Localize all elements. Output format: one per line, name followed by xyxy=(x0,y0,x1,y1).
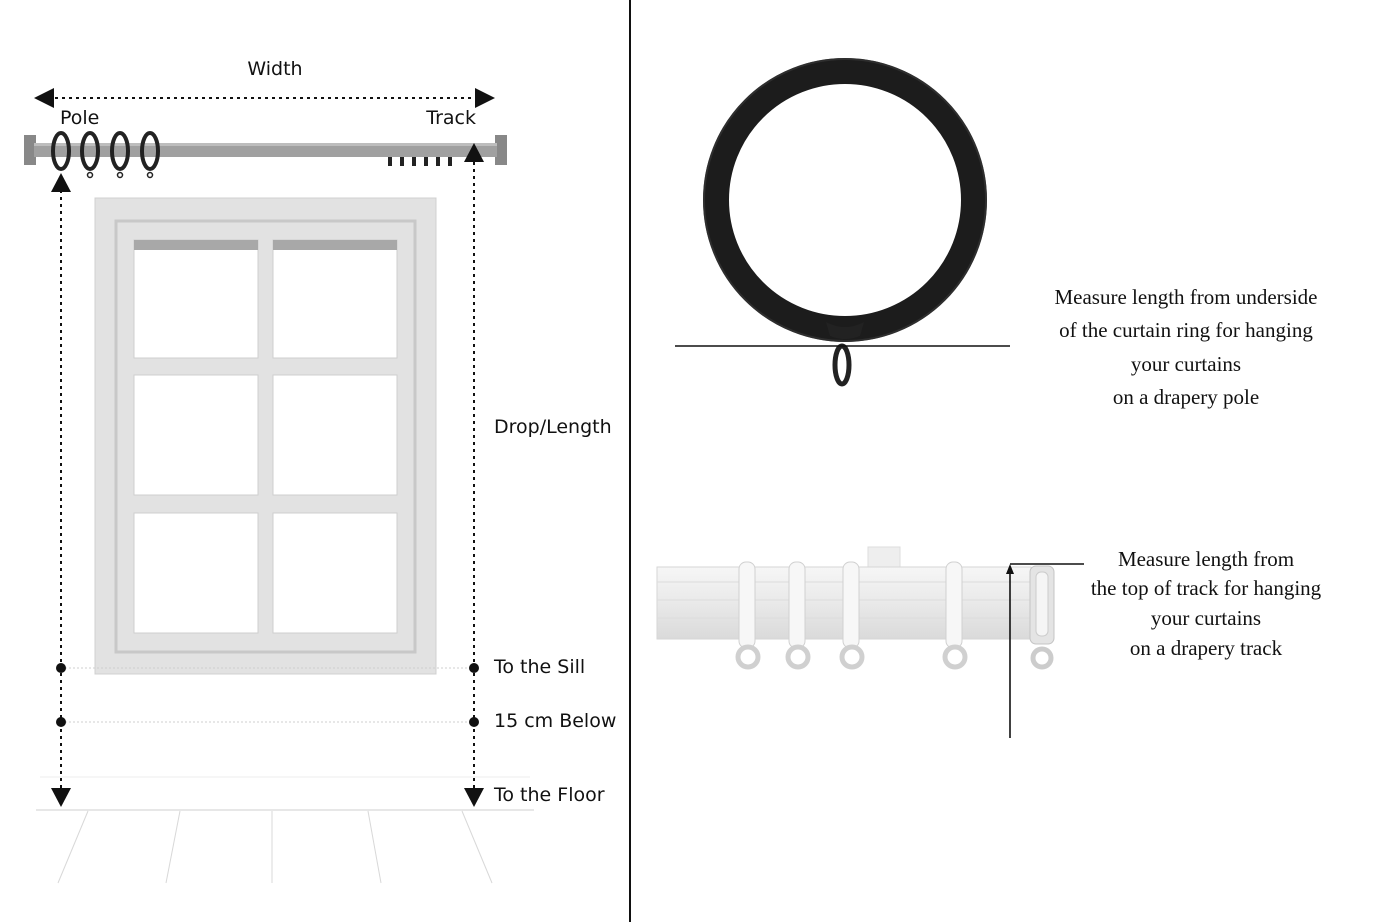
arrow-down-icon xyxy=(51,788,71,807)
arrow-up-icon xyxy=(1006,564,1014,574)
cm-below-label: 15 cm Below xyxy=(494,710,616,732)
pole-label: Pole xyxy=(60,107,99,129)
track-note-line: the top of track for hanging xyxy=(1091,576,1322,600)
pole-drop-line xyxy=(51,173,71,807)
track-note-line: your curtains xyxy=(1151,606,1261,630)
sill-point xyxy=(56,663,66,673)
sill-point xyxy=(469,663,479,673)
arrow-up-icon xyxy=(51,173,71,192)
level-guides xyxy=(40,667,530,778)
width-dimension: Width xyxy=(34,58,495,108)
ring-note-line: of the curtain ring for hanging xyxy=(1059,318,1313,342)
below-point xyxy=(56,717,66,727)
to-the-sill-label: To the Sill xyxy=(493,656,585,678)
width-label: Width xyxy=(247,58,302,80)
track-runner-icon xyxy=(942,561,968,670)
track-hooks xyxy=(388,157,452,166)
drop-length-label: Drop/Length xyxy=(494,416,612,438)
arrow-left-icon xyxy=(34,88,54,108)
track-runner-icon xyxy=(839,561,865,670)
window-illustration xyxy=(94,197,437,675)
ring-note-line: Measure length from underside xyxy=(1054,285,1317,309)
below-point xyxy=(469,717,479,727)
track-top-measure xyxy=(1006,563,1084,738)
track-drop-line xyxy=(464,143,484,807)
curtain-ring-icon xyxy=(703,58,987,387)
curtain-track-icon xyxy=(656,546,1055,670)
arrow-right-icon xyxy=(475,88,495,108)
ring-icon xyxy=(140,131,160,179)
track-end-cap-icon xyxy=(1029,565,1055,670)
floor-illustration xyxy=(36,809,534,884)
right-panel: Measure length from underside of the cur… xyxy=(656,58,1322,738)
ring-icon xyxy=(51,131,71,171)
track-note: Measure length from the top of track for… xyxy=(1091,547,1322,660)
track-runner-icon xyxy=(785,561,811,670)
ring-note-line: on a drapery pole xyxy=(1113,385,1259,409)
left-panel: Width Pole Track xyxy=(24,58,616,884)
curtain-pole xyxy=(24,135,507,165)
pole-rings xyxy=(51,131,160,179)
track-note-line: Measure length from xyxy=(1118,547,1294,571)
arrow-down-icon xyxy=(464,788,484,807)
ring-note-line: your curtains xyxy=(1131,352,1241,376)
track-note-line: on a drapery track xyxy=(1130,636,1283,660)
arrow-up-icon xyxy=(464,143,484,162)
ring-icon xyxy=(110,131,130,179)
track-runner-icon xyxy=(735,561,761,670)
ring-icon xyxy=(80,131,100,179)
ring-note: Measure length from underside of the cur… xyxy=(1054,285,1317,409)
to-the-floor-label: To the Floor xyxy=(493,784,605,806)
track-label: Track xyxy=(425,107,476,129)
